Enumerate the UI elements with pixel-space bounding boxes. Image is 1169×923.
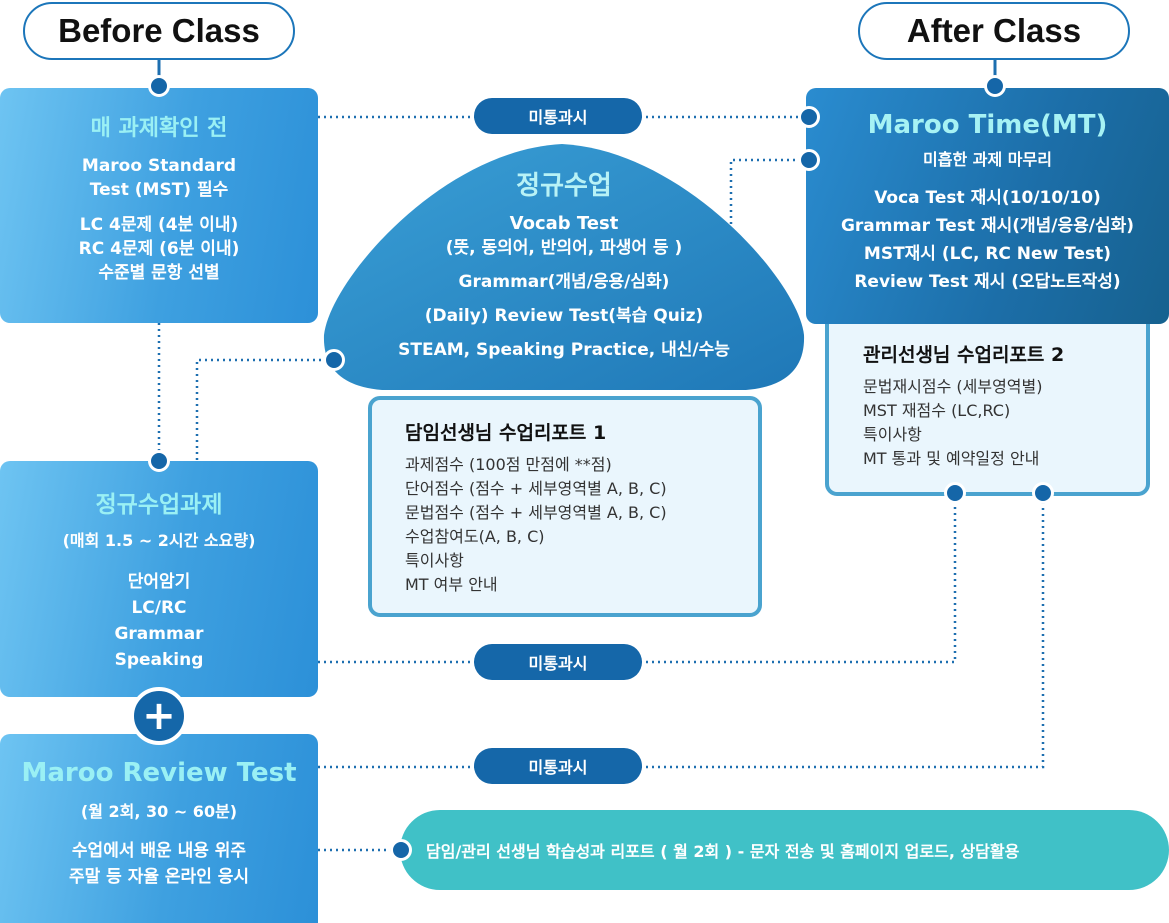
after-class-header: After Class xyxy=(858,2,1130,60)
plus-icon: + xyxy=(130,687,188,745)
review-test-line: 주말 등 자율 온라인 응시 xyxy=(68,867,250,887)
review-test-title: Maroo Review Test xyxy=(21,758,297,788)
report-1-item: 과제점수 (100점 만점에 **점) xyxy=(405,455,612,474)
dot-report2-left xyxy=(944,482,966,504)
maroo-time-title: Maroo Time(MT) xyxy=(867,110,1108,140)
fail-pill-middle: 미통과시 xyxy=(474,644,642,680)
line-low-right xyxy=(640,493,1045,769)
report-1-item: 수업참여도(A, B, C) xyxy=(405,527,545,546)
review-test-box: Maroo Review Test (월 2회, 30 ~ 60분) 수업에서 … xyxy=(0,734,318,923)
regular-class-line: (Daily) Review Test(복습 Quiz) xyxy=(424,306,704,326)
report-1-item: 특이사항 xyxy=(405,551,464,570)
report-2-item: 문법재시점수 (세부영역별) xyxy=(863,377,1043,396)
report-2-title: 관리선생님 수업리포트 2 xyxy=(863,344,1065,366)
report-1-item: 단어점수 (점수 + 세부영역별 A, B, C) xyxy=(405,479,667,498)
pre-assignment-line: Test (MST) 필수 xyxy=(89,180,229,200)
regular-class-line: Grammar(개념/응용/심화) xyxy=(458,272,670,292)
line-mid-right xyxy=(640,493,957,664)
pre-assignment-line: Maroo Standard xyxy=(81,156,237,176)
fail-pill-bottom: 미통과시 xyxy=(474,748,642,784)
homework-line: Speaking xyxy=(114,650,204,670)
review-test-line: 수업에서 배운 내용 위주 xyxy=(71,841,247,861)
line-homework-to-class xyxy=(195,358,330,460)
report-1-item: 문법점수 (점수 + 세부영역별 A, B, C) xyxy=(405,503,667,522)
report-2-box: 관리선생님 수업리포트 2 문법재시점수 (세부영역별) MST 재점수 (LC… xyxy=(825,300,1150,496)
homework-box: 정규수업과제 (매회 1.5 ~ 2시간 소요량) 단어암기 LC/RC Gra… xyxy=(0,461,318,697)
dot-mt-class xyxy=(798,149,820,171)
maroo-time-line: Grammar Test 재시(개념/응용/심화) xyxy=(840,216,1135,236)
maroo-time-line: Voca Test 재시(10/10/10) xyxy=(874,188,1101,208)
report-1-title: 담임선생님 수업리포트 1 xyxy=(405,422,607,444)
pre-assignment-box: 매 과제확인 전 Maroo Standard Test (MST) 필수 LC… xyxy=(0,88,318,323)
review-test-subtitle: (월 2회, 30 ~ 60분) xyxy=(80,802,238,821)
dot-bottom-bar xyxy=(390,839,412,861)
homework-line: LC/RC xyxy=(131,598,187,618)
regular-class-line: (뜻, 동의어, 반의어, 파생어 등 ) xyxy=(445,238,683,258)
pre-assignment-line: RC 4문제 (6분 이내) xyxy=(78,239,240,259)
homework-line: 단어암기 xyxy=(127,572,191,592)
regular-class-dome xyxy=(323,144,805,390)
dot-after-head xyxy=(984,75,1006,97)
maroo-time-subtitle: 미흡한 과제 마무리 xyxy=(923,150,1052,169)
dot-before-head xyxy=(148,75,170,97)
bottom-report-bar: 담임/관리 선생님 학습성과 리포트 ( 월 2회 ) - 문자 전송 및 홈페… xyxy=(400,810,1169,890)
dot-homework-top xyxy=(148,450,170,472)
regular-class-line: Vocab Test xyxy=(509,213,619,234)
report-1-box: 담임선생님 수업리포트 1 과제점수 (100점 만점에 **점) 단어점수 (… xyxy=(368,396,762,617)
fail-pill-top: 미통과시 xyxy=(474,98,642,134)
dot-class-left xyxy=(323,349,345,371)
homework-subtitle: (매회 1.5 ~ 2시간 소요량) xyxy=(62,531,256,550)
maroo-time-box: Maroo Time(MT) 미흡한 과제 마무리 Voca Test 재시(1… xyxy=(806,88,1169,324)
pre-assignment-line: LC 4문제 (4분 이내) xyxy=(79,215,239,235)
regular-class-content: 정규수업 Vocab Test (뜻, 동의어, 반의어, 파생어 등 ) Gr… xyxy=(322,165,806,362)
regular-class-line: STEAM, Speaking Practice, 내신/수능 xyxy=(398,340,730,360)
report-2-item: MT 통과 및 예약일정 안내 xyxy=(863,449,1040,468)
pre-assignment-line: 수준별 문항 선별 xyxy=(98,263,220,283)
maroo-time-line: Review Test 재시 (오답노트작성) xyxy=(854,272,1121,292)
before-class-header: Before Class xyxy=(23,2,295,60)
dot-mt-top xyxy=(798,106,820,128)
report-2-item: MST 재점수 (LC,RC) xyxy=(863,401,1011,420)
report-1-item: MT 여부 안내 xyxy=(405,575,498,594)
homework-title: 정규수업과제 xyxy=(95,492,223,518)
dot-report2-right xyxy=(1032,482,1054,504)
bottom-report-text: 담임/관리 선생님 학습성과 리포트 ( 월 2회 ) - 문자 전송 및 홈페… xyxy=(426,842,1020,861)
regular-class-title: 정규수업 xyxy=(516,171,612,201)
pre-assignment-title: 매 과제확인 전 xyxy=(90,116,228,141)
homework-line: Grammar xyxy=(114,624,204,644)
maroo-time-line: MST재시 (LC, RC New Test) xyxy=(863,244,1112,264)
report-2-item: 특이사항 xyxy=(863,425,922,444)
